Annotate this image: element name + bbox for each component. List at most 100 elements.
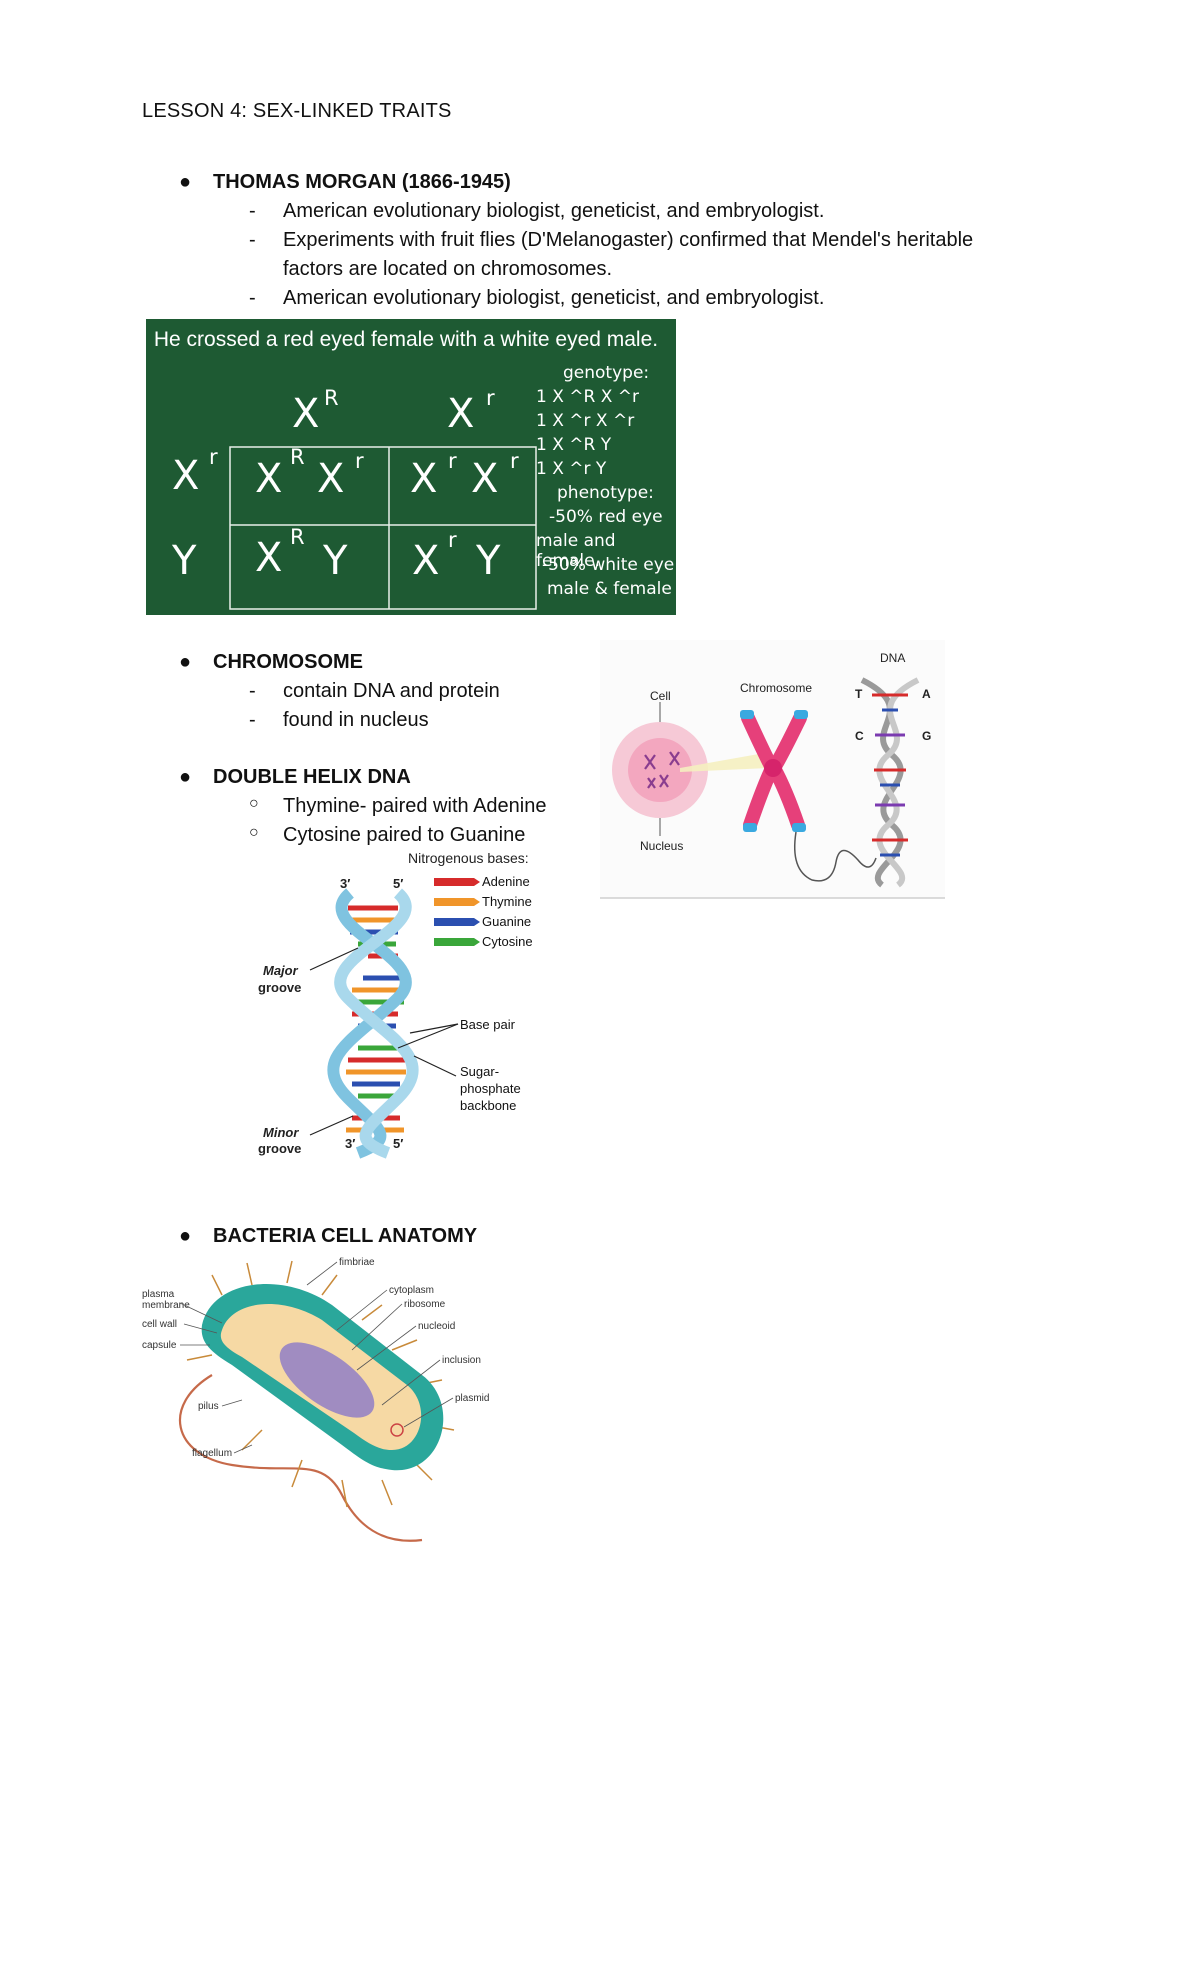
chromosome-point-1: - contain DNA and protein: [249, 680, 500, 703]
phenotype-4: male & female: [547, 579, 672, 599]
dna-point-2-text: Cytosine paired to Guanine: [283, 824, 526, 846]
sugar-label-2: phosphate: [460, 1081, 521, 1096]
dash-icon: -: [249, 229, 256, 251]
chromosome-heading-text: CHROMOSOME: [213, 651, 363, 673]
row1-letter: X: [172, 453, 200, 499]
top-5-prime: 5′: [393, 876, 403, 891]
cytosine-swatch: [434, 938, 474, 946]
bullet-icon: ●: [179, 171, 192, 193]
bottom-3-prime: 3′: [345, 1136, 355, 1151]
nucleus-label: Nucleus: [640, 839, 683, 853]
cell-11-a: X: [255, 456, 283, 502]
adenine-label: Adenine: [482, 874, 530, 889]
lesson-title: LESSON 4: SEX-LINKED TRAITS: [142, 100, 452, 122]
punnett-heading: He crossed a red eyed female with a whit…: [153, 328, 659, 351]
sugar-label-1: Sugar-: [460, 1064, 499, 1079]
row1-sup: r: [209, 445, 218, 469]
morgan-point-2-text: Experiments with fruit flies (D'Melanoga…: [283, 229, 974, 251]
bacteria-heading: ● BACTERIA CELL ANATOMY: [179, 1225, 478, 1248]
ribosome-label: ribosome: [404, 1299, 446, 1310]
cell-12-b: X: [471, 456, 499, 502]
double-helix-figure: Nitrogenous bases: Adenine Thymine Guani…: [258, 850, 533, 1159]
morgan-heading: ● THOMAS MORGAN (1866-1945): [179, 171, 511, 194]
cell-12-a-sup: r: [448, 449, 457, 473]
thymine-swatch: [434, 898, 474, 906]
genotype-label: genotype:: [563, 363, 650, 383]
col1-sup: R: [324, 386, 339, 410]
nucleoid-icon: [279, 1342, 375, 1418]
cell-chromosome-dna-figure: Cell Nucleus Chromosome DNA T A C G: [600, 640, 945, 899]
morgan-heading-text: THOMAS MORGAN (1866-1945): [213, 171, 511, 193]
bullet-icon: ●: [179, 651, 192, 673]
dash-icon: -: [249, 200, 256, 222]
flagellum-label: flagellum: [192, 1448, 232, 1459]
sugar-label-3: backbone: [460, 1098, 516, 1113]
morgan-point-2: - Experiments with fruit flies (D'Melano…: [249, 229, 974, 252]
dna-point-1: ○ Thymine- paired with Adenine: [249, 795, 547, 818]
dash-icon: -: [249, 709, 256, 731]
cell-12-b-sup: r: [510, 449, 519, 473]
chromosome-point-2-text: found in nucleus: [283, 709, 429, 731]
row2-letter: Y: [172, 538, 197, 584]
chromosome-heading: ● CHROMOSOME: [179, 651, 363, 674]
pilus-label: pilus: [198, 1401, 219, 1412]
guanine-label: Guanine: [482, 914, 531, 929]
cytosine-label: Cytosine: [482, 934, 533, 949]
c-label: C: [855, 729, 864, 743]
plasmid-label: plasmid: [455, 1393, 489, 1404]
chromosome-point-2: - found in nucleus: [249, 709, 429, 732]
cell-21-a-sup: R: [290, 525, 305, 549]
adenine-swatch: [434, 878, 474, 886]
plasma-membrane-label-2: membrane: [142, 1300, 190, 1311]
genotype-4: 1 X ^r Y: [536, 459, 607, 479]
inclusion-label: inclusion: [442, 1355, 481, 1366]
flagellum-icon: [178, 1374, 423, 1542]
punnett-square-board: He crossed a red eyed female with a whit…: [146, 319, 676, 615]
cell-22-a-sup: r: [448, 528, 457, 552]
cell-wall-label: cell wall: [142, 1319, 177, 1330]
bacteria-heading-text: BACTERIA CELL ANATOMY: [213, 1225, 478, 1247]
fimbriae-label: fimbriae: [339, 1257, 375, 1268]
bacteria-cell-figure: fimbriae plasma membrane cell wall capsu…: [142, 1257, 489, 1542]
phenotype-3: -50% white eye: [542, 555, 675, 575]
chromosome-icon: [740, 710, 808, 832]
morgan-point-3: - American evolutionary biologist, genet…: [249, 287, 824, 310]
base-pair-label: Base pair: [460, 1017, 516, 1032]
t-label: T: [855, 687, 863, 701]
dna-point-1-text: Thymine- paired with Adenine: [283, 795, 547, 817]
guanine-swatch: [434, 918, 474, 926]
bases-title: Nitrogenous bases:: [408, 850, 529, 866]
bullet-icon: ●: [179, 1225, 192, 1247]
genotype-2: 1 X ^r X ^r: [536, 411, 635, 431]
plasma-membrane-label-1: plasma: [142, 1289, 175, 1300]
genotype-3: 1 X ^R Y: [536, 435, 612, 455]
col2-sup: r: [486, 386, 495, 410]
cytoplasm-label: cytoplasm: [389, 1285, 434, 1296]
major-groove-label-2: groove: [258, 980, 301, 995]
thymine-label: Thymine: [482, 894, 532, 909]
morgan-point-1: - American evolutionary biologist, genet…: [249, 200, 825, 223]
dash-icon: -: [249, 287, 256, 309]
phenotype-2: male and female.: [536, 531, 616, 571]
cell-11-b-sup: r: [355, 449, 364, 473]
morgan-point-1-text: American evolutionary biologist, genetic…: [283, 200, 825, 222]
chromosome-point-1-text: contain DNA and protein: [283, 680, 500, 702]
col1-letter: X: [292, 391, 320, 437]
bullet-icon: ●: [179, 766, 192, 788]
bottom-5-prime: 5′: [393, 1136, 403, 1151]
major-groove-label-1: Major: [263, 963, 299, 978]
cell-label: Cell: [650, 689, 671, 703]
minor-groove-label-2: groove: [258, 1141, 301, 1156]
circle-bullet-icon: ○: [249, 795, 259, 812]
cell-12-a: X: [410, 456, 438, 502]
cell-11-a-sup: R: [290, 445, 305, 469]
dna-heading-text: DOUBLE HELIX DNA: [213, 766, 411, 788]
cell-22-a: X: [412, 538, 440, 584]
minor-groove-label-1: Minor: [263, 1125, 299, 1140]
phenotype-label: phenotype:: [557, 483, 654, 503]
dna-heading: ● DOUBLE HELIX DNA: [179, 766, 411, 789]
top-3-prime: 3′: [340, 876, 350, 891]
a-label: A: [922, 687, 931, 701]
dna-point-2: ○ Cytosine paired to Guanine: [249, 824, 526, 847]
capsule-label: capsule: [142, 1340, 177, 1351]
